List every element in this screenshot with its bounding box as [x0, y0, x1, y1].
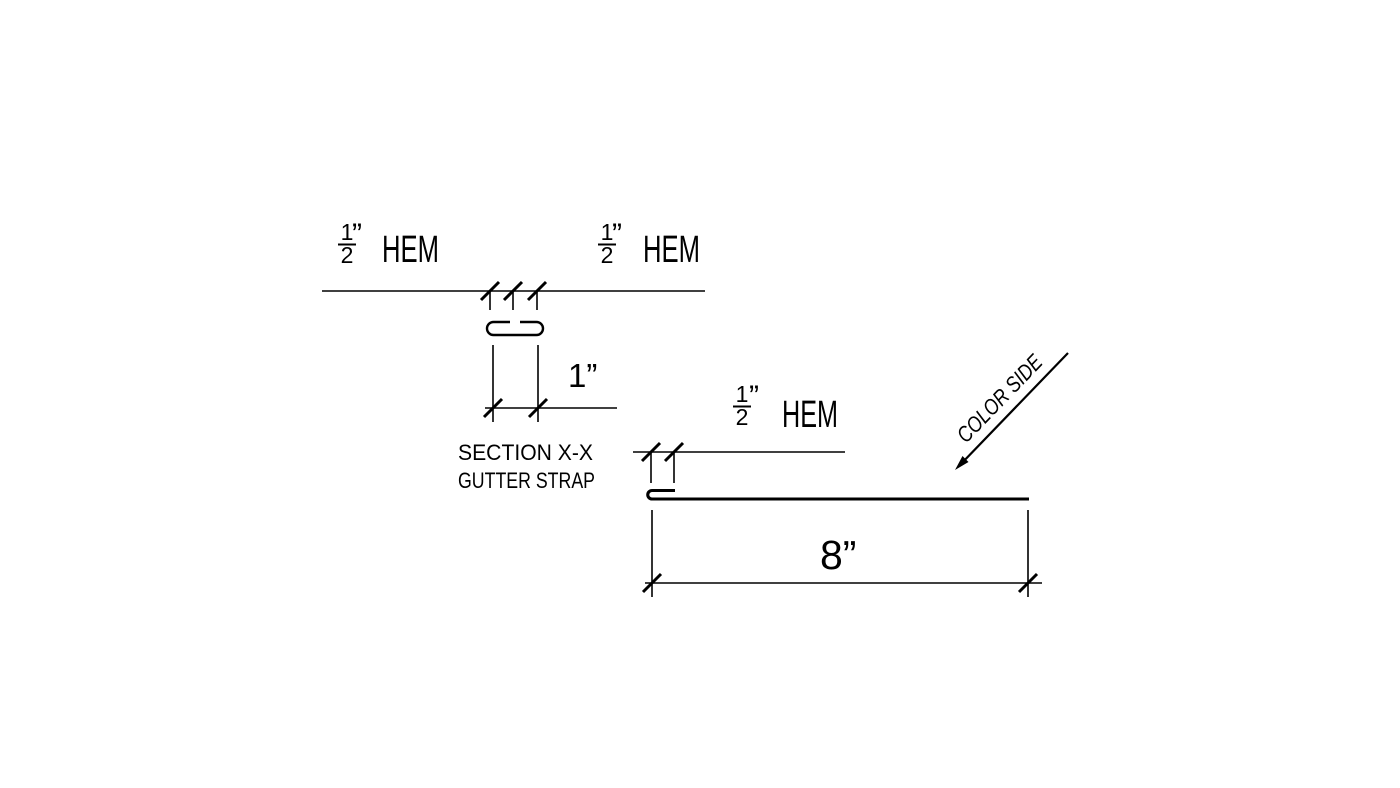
- dimension-tick-mark: [527, 397, 549, 419]
- hem-label-right: 1 2 ” HEM: [598, 218, 700, 271]
- fold-tick-mark: [502, 280, 524, 302]
- color-side-label: COLOR SIDE: [952, 349, 1048, 447]
- fraction-numerator: 1: [341, 219, 354, 245]
- dimension-tick-mark: [641, 572, 663, 594]
- hem-label-strap: 1 2 ” HEM: [733, 380, 838, 436]
- length-dimension-label: 8”: [820, 532, 856, 578]
- arrowhead-icon: [955, 456, 969, 470]
- hem-word: HEM: [643, 229, 700, 271]
- section-title-line2: GUTTER STRAP: [458, 468, 595, 493]
- section-view: 1” 1 2 ” HEM 1 2 ” HEM SECTION X-X GUTTE…: [322, 218, 705, 493]
- width-dimension-label: 1”: [568, 357, 597, 394]
- fold-tick-mark: [526, 280, 548, 302]
- fraction-denominator: 2: [341, 242, 354, 268]
- fraction-numerator: 1: [736, 381, 749, 407]
- color-side-callout: COLOR SIDE: [952, 349, 1069, 470]
- dimension-tick-mark: [1017, 572, 1039, 594]
- fraction-numerator: 1: [601, 219, 614, 245]
- dimension-tick-mark: [482, 397, 504, 419]
- inch-mark: ”: [749, 380, 759, 413]
- leader-line: [958, 352, 1069, 467]
- hem-word: HEM: [382, 229, 439, 271]
- fraction-denominator: 2: [736, 404, 749, 430]
- fold-tick-mark: [479, 280, 501, 302]
- inch-mark: ”: [352, 218, 362, 251]
- strap-elevation-view: 1 2 ” HEM 8”: [633, 349, 1069, 597]
- hem-label-left: 1 2 ” HEM: [338, 218, 439, 271]
- fraction-denominator: 2: [601, 242, 614, 268]
- strap-profile: [646, 488, 1029, 501]
- hem-word: HEM: [782, 394, 838, 436]
- section-title-line1: SECTION X-X: [458, 440, 593, 465]
- inch-mark: ”: [612, 218, 622, 251]
